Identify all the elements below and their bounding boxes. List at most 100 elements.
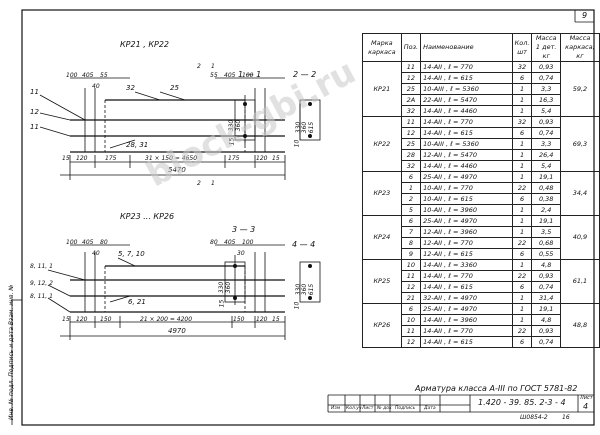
quantity-cell: 1 (511, 314, 533, 326)
bottom-dim-5: 175 (228, 155, 240, 162)
specification-table: Марка каркаса Поз. Наименование Кол. шт … (362, 33, 600, 348)
title-col-3: Лист (362, 406, 374, 411)
section-mark-2b: 2 (197, 180, 201, 187)
quantity-cell: 1 (511, 204, 533, 216)
side-margin-text: Инв. № подл. Подпись и дата Взам. инв. № (8, 284, 15, 420)
cage-mass-cell: 59,2 (559, 61, 600, 117)
bottom2-dim-2: 120 (76, 316, 88, 323)
title-col-5: Подпись (395, 406, 416, 411)
dim-40: 40 (92, 83, 100, 90)
bottom-dim-4: 31 × 150 = 4650 (145, 155, 198, 162)
position-cell: 11 (400, 325, 422, 337)
label-32: 32 (126, 84, 135, 92)
item-mass-cell: 4,8 (531, 259, 561, 271)
section-mark-1b: 1 (211, 180, 215, 187)
title-col-2: Кол.уч (346, 406, 362, 411)
quantity-cell: 22 (511, 237, 533, 249)
name-cell: 14-AII , ℓ = 770 (420, 61, 513, 73)
section-mark-2a: 2 (197, 63, 201, 70)
cage-section-3 (224, 255, 246, 305)
cage-mark-cell: КР26 (362, 303, 402, 348)
quantity-cell: 22 (511, 270, 533, 282)
item-mass-cell: 3,3 (531, 83, 561, 95)
item-mass-cell: 0,93 (531, 116, 561, 128)
name-cell: 12-AII , ℓ = 770 (420, 237, 513, 249)
name-cell: 12-AII , ℓ = 3960 (420, 226, 513, 238)
stamp-code: Ш0854-2 (520, 414, 548, 421)
item-mass-cell: 0,74 (531, 127, 561, 139)
name-cell: 25-AII , ℓ = 4970 (420, 171, 513, 183)
item-mass-cell: 3,3 (531, 138, 561, 150)
position-cell: 12 (400, 72, 422, 84)
cage-mass-cell: 40,9 (559, 215, 600, 260)
name-cell: 14-AII , ℓ = 615 (420, 336, 513, 348)
sheet-number: 4 (583, 402, 589, 411)
quantity-cell: 6 (511, 72, 533, 84)
sec3-dim-3: 360 (225, 281, 233, 294)
quantity-cell: 22 (511, 325, 533, 337)
quantity-cell: 32 (511, 61, 533, 73)
dim2-top-left-1: 100 (66, 239, 78, 246)
header-pos: Поз. (400, 33, 422, 62)
label2-left-3: 8, 11, 1 (30, 293, 53, 300)
sec4-dim-1: 10 (293, 301, 301, 310)
dim2-top-right-2: 405 (224, 239, 236, 246)
position-cell: 25 (400, 138, 422, 150)
item-mass-cell: 0,93 (531, 270, 561, 282)
name-cell: 14-AII , ℓ = 770 (420, 116, 513, 128)
item-mass-cell: 19,1 (531, 215, 561, 227)
quantity-cell: 1 (511, 226, 533, 238)
page-bottom-number: 16 (562, 414, 570, 421)
cage-mark-cell: КР23 (362, 171, 402, 216)
drawing1-title: КР21 , КР22 (120, 40, 169, 49)
position-cell: 28 (400, 149, 422, 161)
item-mass-cell: 16,3 (531, 94, 561, 106)
bottom-dim-6: 120 (256, 155, 268, 162)
header-mark: Марка каркаса (362, 33, 402, 62)
section-mark-1a: 1 (211, 63, 215, 70)
label-28-31: 28, 31 (126, 141, 149, 149)
bottom-dim-2: 120 (76, 155, 88, 162)
label2-left-2: 9, 12, 2 (30, 280, 53, 287)
name-cell: 10-AII , ℓ = 615 (420, 193, 513, 205)
dim-top-left-2: 405 (82, 72, 94, 79)
bottom2-dim-3: 150 (100, 316, 112, 323)
position-cell: 12 (400, 127, 422, 139)
cage-mass-cell: 61,1 (559, 259, 600, 304)
dim-top-right-2: 405 (224, 72, 236, 79)
label-left-3: 11 (30, 123, 39, 131)
title-col-1: Изм (331, 406, 341, 411)
name-cell: 12-AII , ℓ = 5470 (420, 149, 513, 161)
label-6-21: 6, 21 (128, 298, 146, 306)
title-col-4: № док (377, 406, 392, 411)
sec3-dim-2: 330 (218, 281, 226, 294)
cage-mark-cell: КР21 (362, 61, 402, 117)
item-mass-cell: 5,4 (531, 105, 561, 117)
item-mass-cell: 31,4 (531, 292, 561, 304)
cage-elevation-2 (47, 244, 286, 340)
quantity-cell: 32 (511, 116, 533, 128)
name-cell: 14-AII , ℓ = 4460 (420, 160, 513, 172)
item-mass-cell: 0,93 (531, 61, 561, 73)
position-cell: 7 (400, 226, 422, 238)
position-cell: 21 (400, 292, 422, 304)
position-cell: 1 (400, 182, 422, 194)
dim2-top-right-3: 100 (242, 239, 254, 246)
dim-top-left-3: 55 (100, 72, 108, 79)
label-25: 25 (170, 84, 179, 92)
position-cell: 11 (400, 270, 422, 282)
position-cell: 32 (400, 105, 422, 117)
name-cell: 10-AIII , ℓ = 5360 (420, 138, 513, 150)
section-2-label: 2 — 2 (293, 70, 317, 79)
cage-mark-cell: КР24 (362, 215, 402, 260)
quantity-cell: 1 (511, 94, 533, 106)
